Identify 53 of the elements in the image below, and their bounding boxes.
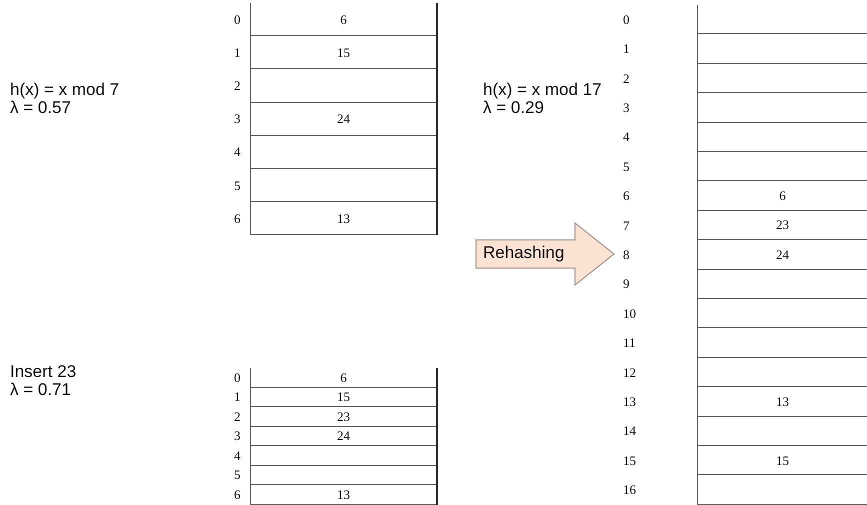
row-index: 1	[623, 41, 630, 58]
row-index: 0	[234, 12, 240, 28]
row-index: 6	[234, 210, 240, 227]
row-index: 3	[234, 428, 240, 444]
row-index: 2	[234, 78, 240, 94]
row-index: 10	[623, 306, 636, 322]
cell-value: 13	[337, 210, 350, 227]
cell-value: 24	[776, 246, 789, 263]
cell-value: 13	[776, 394, 789, 410]
row-index: 4	[623, 129, 630, 146]
row-index: 0	[234, 370, 240, 386]
formula-text: Insert 23	[10, 362, 76, 382]
row-index: 0	[623, 12, 630, 28]
cell-value: 6	[340, 370, 347, 386]
row-index: 6	[623, 188, 630, 204]
row-index: 15	[623, 452, 636, 469]
cell-value: 6	[779, 188, 786, 204]
row-index: 14	[623, 423, 636, 440]
row-index: 2	[234, 408, 240, 425]
row-index: 16	[623, 482, 636, 498]
cell-value: 24	[337, 428, 350, 444]
formula-text: λ = 0.29	[483, 98, 544, 118]
row-index: 9	[623, 276, 630, 292]
formula-text: h(x) = x mod 17	[483, 80, 602, 100]
row-index: 5	[234, 467, 240, 484]
row-index: 13	[623, 394, 636, 410]
row-index: 3	[234, 111, 240, 128]
cell-value: 15	[776, 452, 789, 469]
row-index: 4	[234, 144, 240, 160]
row-index: 4	[234, 448, 240, 464]
formula-text: h(x) = x mod 7	[10, 80, 120, 100]
row-index: 2	[623, 70, 630, 86]
cell-value: 24	[337, 111, 350, 128]
cell-value: 15	[337, 389, 350, 406]
row-index: 1	[234, 389, 240, 406]
row-index: 12	[623, 364, 636, 380]
cell-value: 6	[340, 12, 347, 28]
rehashing-arrow	[475, 222, 615, 286]
cell-value: 15	[337, 44, 350, 61]
formula-text: λ = 0.71	[10, 380, 71, 400]
row-index: 5	[623, 158, 630, 175]
row-index: 11	[623, 335, 636, 352]
row-index: 7	[623, 218, 630, 234]
row-index: 8	[623, 246, 630, 263]
row-index: 3	[623, 100, 630, 116]
arrow-label: Rehashing	[483, 243, 564, 263]
cell-value: 13	[337, 486, 350, 503]
row-index: 5	[234, 178, 240, 194]
cell-value: 23	[776, 217, 789, 234]
row-index: 1	[234, 44, 240, 61]
cell-value: 23	[337, 408, 350, 425]
formula-text: λ = 0.57	[10, 98, 71, 118]
row-index: 6	[234, 486, 240, 503]
